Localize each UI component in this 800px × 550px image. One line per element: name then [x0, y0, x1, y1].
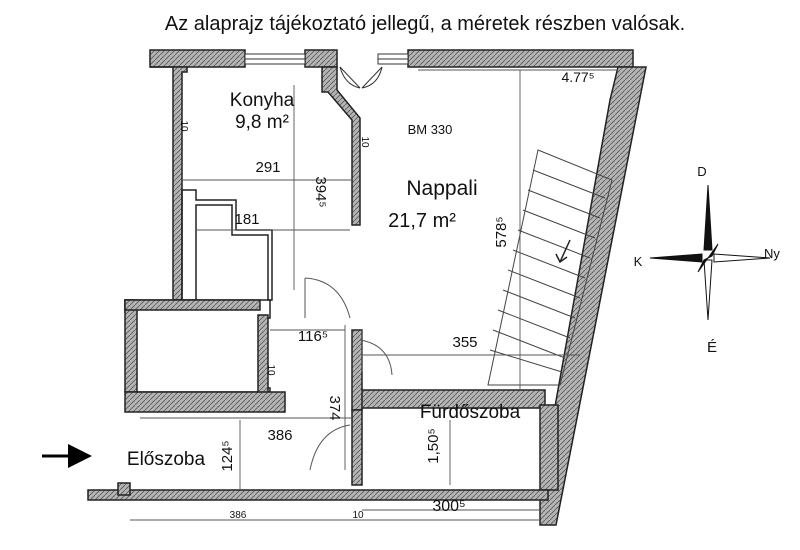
dim-291: 291: [255, 159, 280, 176]
dim-124: 124⁵: [219, 440, 236, 471]
dim-374: 374: [326, 395, 343, 420]
stair-direction-arrow-icon: [555, 239, 571, 264]
dim-181: 181: [234, 211, 259, 228]
wall-pantry-right: [257, 314, 269, 396]
dim-578: 578⁵: [493, 216, 510, 247]
bathroom-name: Fürdőszoba: [420, 402, 521, 423]
kitchen-name: Konyha: [230, 90, 295, 111]
entrance-arrow-icon: [42, 444, 92, 468]
door-kitchen-hall: [304, 277, 351, 319]
wall-top-mid: [304, 49, 338, 68]
wall-kitchen-partition: [321, 66, 361, 226]
balcony-door: [339, 66, 383, 89]
door-living: [359, 339, 393, 376]
wall-inner-block: [181, 189, 273, 301]
living-name: Nappali: [406, 177, 477, 200]
plan-disclaimer: Az alaprajz tájékoztató jellegű, a méret…: [165, 13, 685, 35]
wall-right-slanted: [539, 66, 647, 526]
living-area: 21,7 m²: [388, 210, 456, 232]
dim-386: 386: [267, 427, 292, 444]
staircase: [487, 149, 613, 386]
wall-pantry-left: [124, 299, 138, 393]
wall-bottom: [87, 489, 549, 501]
wall-top-left: [149, 49, 246, 68]
wall-bath-right: [539, 404, 559, 491]
dim-10-small: 10: [265, 364, 276, 376]
dim-10-bottom: 10: [352, 510, 364, 521]
compass-south: É: [707, 339, 717, 356]
door-swings: [304, 277, 393, 471]
building-code: BM 330: [408, 122, 453, 137]
wall-bottom-stub: [117, 482, 131, 496]
kitchen-area: 9,8 m²: [235, 112, 289, 133]
dim-116: 116⁵: [298, 328, 328, 345]
compass-rose-icon: [649, 184, 771, 321]
dim-10-kitchen: 10: [178, 120, 189, 132]
compass-west: K: [634, 254, 643, 269]
compass-east: Ny: [764, 246, 780, 261]
dim-355: 355: [452, 334, 477, 351]
windows: [244, 53, 409, 65]
wall-living-left-lower: [351, 329, 363, 411]
dim-394: 394⁵: [312, 176, 329, 207]
dim-386-bottom: 386: [230, 510, 247, 521]
walls: [87, 49, 647, 526]
dim-10-mid: 10: [359, 136, 370, 148]
hall-name: Előszoba: [127, 449, 206, 470]
dim-150: 1,50⁵: [425, 428, 442, 463]
wall-pantry: [124, 299, 271, 393]
compass-north: D: [697, 164, 706, 179]
dim-300: 300⁵: [432, 498, 465, 515]
dimension-lines: [130, 69, 618, 521]
wall-top-right: [407, 49, 634, 68]
dim-477: 4.77⁵: [561, 69, 594, 85]
wall-hall-top: [124, 391, 286, 413]
wall-kitchen-left: [150, 66, 188, 301]
wall-bath-left: [351, 409, 363, 486]
door-bath: [309, 424, 351, 471]
wall-pantry-top: [124, 299, 261, 311]
